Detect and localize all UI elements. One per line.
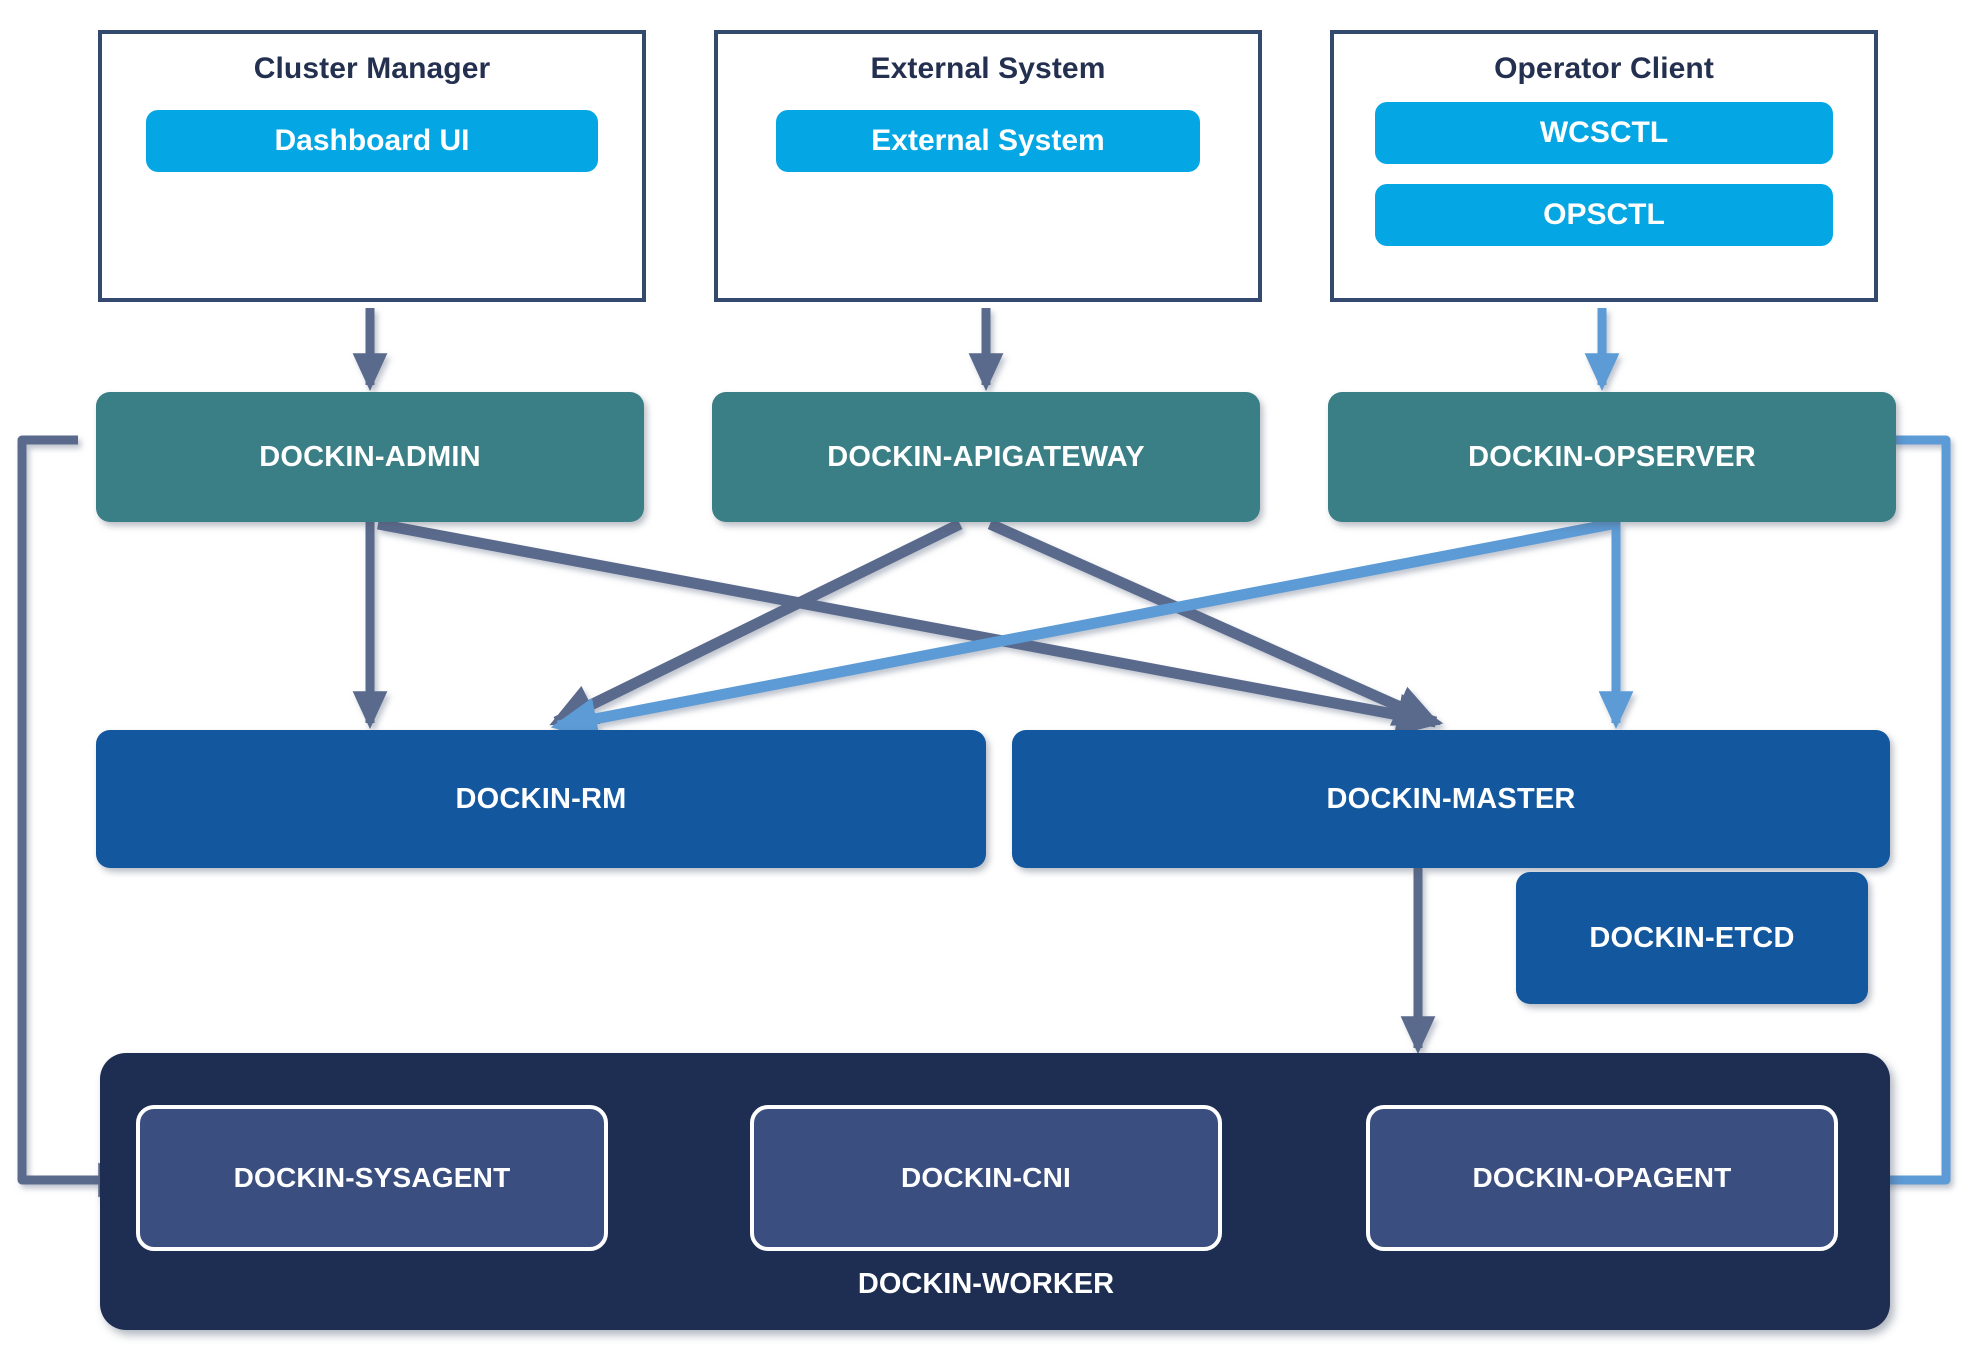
node-label-dockin-opagent: DOCKIN-OPAGENT	[1472, 1162, 1732, 1193]
node-dockin-admin[interactable]: DOCKIN-ADMIN	[96, 392, 644, 522]
node-label-dockin-admin: DOCKIN-ADMIN	[259, 440, 481, 473]
edge-admin-master	[376, 518, 1444, 736]
node-label-dockin-master: DOCKIN-MASTER	[1326, 782, 1576, 815]
node-label-dockin-rm: DOCKIN-RM	[455, 782, 627, 815]
group-external-system: External System External System	[714, 30, 1262, 302]
pill-opsctl[interactable]: OPSCTL	[1375, 184, 1833, 246]
pill-label-dashboard-ui: Dashboard UI	[274, 124, 470, 157]
pill-wcsctl[interactable]: WCSCTL	[1375, 102, 1833, 164]
node-dockin-rm[interactable]: DOCKIN-RM	[96, 730, 986, 868]
group-operator-client: Operator Client WCSCTL OPSCTL	[1330, 30, 1878, 302]
worker-container-label-text: DOCKIN-WORKER	[857, 1268, 1115, 1300]
node-dockin-opserver[interactable]: DOCKIN-OPSERVER	[1328, 392, 1896, 522]
node-label-dockin-sysagent: DOCKIN-SYSAGENT	[233, 1162, 511, 1193]
pill-dashboard-ui[interactable]: Dashboard UI	[146, 110, 598, 172]
node-dockin-cni[interactable]: DOCKIN-CNI	[750, 1105, 1222, 1251]
worker-container-label: DOCKIN-WORKER	[0, 1268, 1972, 1301]
node-dockin-master[interactable]: DOCKIN-MASTER	[1012, 730, 1890, 868]
group-title-cluster-manager: Cluster Manager	[253, 52, 491, 85]
node-dockin-etcd[interactable]: DOCKIN-ETCD	[1516, 872, 1868, 1004]
pill-label-opsctl: OPSCTL	[1543, 198, 1665, 231]
pill-label-external-system: External System	[871, 124, 1105, 157]
group-cluster-manager: Cluster Manager Dashboard UI	[98, 30, 646, 302]
node-dockin-opagent[interactable]: DOCKIN-OPAGENT	[1366, 1105, 1838, 1251]
pill-external-system[interactable]: External System	[776, 110, 1200, 172]
node-dockin-sysagent[interactable]: DOCKIN-SYSAGENT	[136, 1105, 608, 1251]
edge-apigateway-rm	[549, 519, 963, 727]
node-label-dockin-cni: DOCKIN-CNI	[901, 1162, 1071, 1193]
edge-opserver-rm	[550, 518, 1614, 740]
node-label-dockin-etcd: DOCKIN-ETCD	[1589, 921, 1795, 954]
group-title-operator-client: Operator Client	[1494, 52, 1714, 85]
node-dockin-apigateway[interactable]: DOCKIN-APIGATEWAY	[712, 392, 1260, 522]
node-label-dockin-apigateway: DOCKIN-APIGATEWAY	[827, 440, 1145, 473]
group-title-external-system: External System	[870, 52, 1106, 85]
pill-label-wcsctl: WCSCTL	[1539, 116, 1669, 149]
node-label-dockin-opserver: DOCKIN-OPSERVER	[1468, 440, 1756, 473]
edge-apigateway-master	[987, 518, 1441, 728]
